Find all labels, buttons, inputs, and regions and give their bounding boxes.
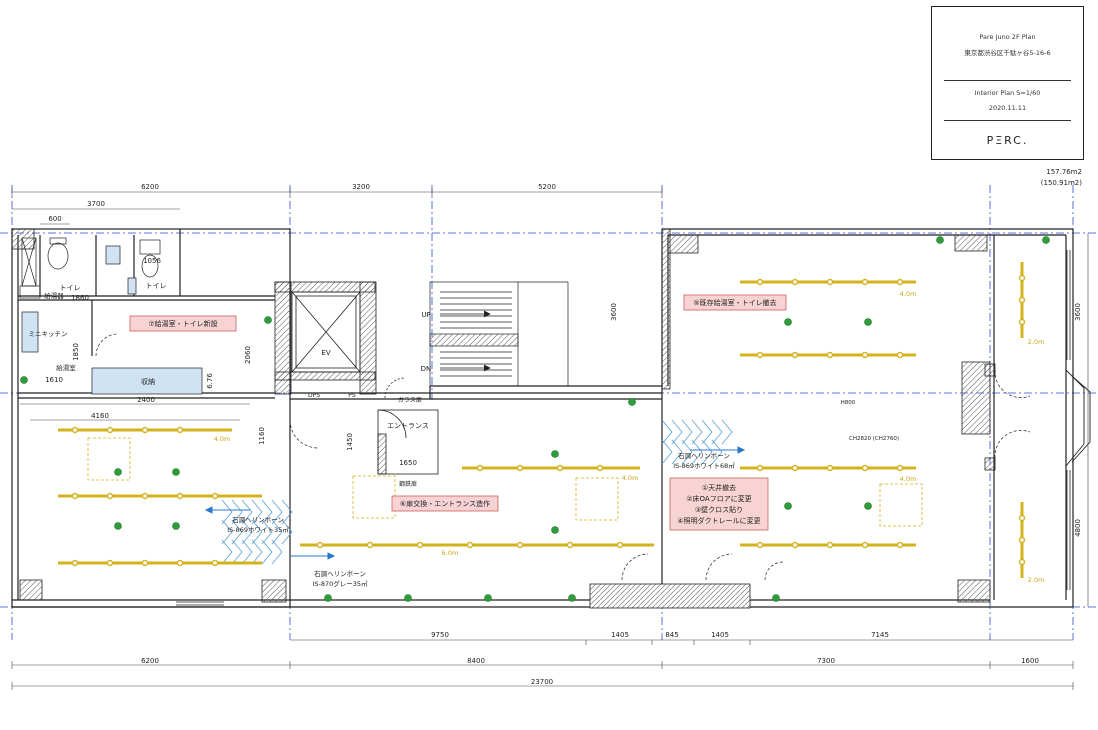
dim-top-3: 5200 bbox=[538, 183, 556, 191]
drawing-date: 2020.11.11 bbox=[988, 104, 1027, 112]
note-7: ⑦給湯室・トイレ新設 bbox=[148, 319, 217, 328]
note-6: ⑥扉交換・エントランス造作 bbox=[400, 499, 490, 508]
door-swings bbox=[95, 333, 1031, 581]
room-kitchen: 給湯室 bbox=[56, 363, 76, 372]
drawing-name: Interior Plan S=1/60 bbox=[974, 89, 1041, 97]
dim-right-1: 3600 bbox=[1074, 303, 1082, 321]
dim-int-6: 2060 bbox=[244, 346, 252, 364]
note-main-3: ③壁クロス貼り bbox=[695, 505, 743, 514]
elevator-shaft bbox=[291, 291, 361, 373]
dim-right-2: 3600 bbox=[610, 303, 618, 321]
dim-int-9: 1450 bbox=[346, 433, 354, 451]
dim-int-2: 1056 bbox=[143, 257, 161, 265]
structural-columns bbox=[11, 228, 996, 609]
dim-top-sub-1: 3700 bbox=[87, 200, 105, 208]
title-block: Pare Juno 2F Plan 東京都渋谷区千駄ヶ谷5-16-6 Inter… bbox=[931, 6, 1084, 160]
dim-bottom-3: 845 bbox=[665, 631, 678, 639]
area-net: (150.91m2) bbox=[1040, 179, 1082, 187]
dim-int-1: 1860 bbox=[71, 294, 89, 302]
grid-lines bbox=[0, 185, 1098, 640]
room-pantry: 給湯器 bbox=[44, 291, 64, 300]
dim-int-7: 4160 bbox=[91, 412, 109, 420]
flooring-center-2: IS-870グレー35㎡ bbox=[312, 579, 368, 588]
room-door: 鋼鉄扉 bbox=[399, 480, 417, 488]
rail-label-1: 4.0m bbox=[214, 435, 231, 443]
dim-total: 23700 bbox=[531, 678, 553, 686]
bay-window bbox=[1065, 369, 1091, 467]
dim-top-2: 3200 bbox=[352, 183, 370, 191]
dim-top-sub-2: 600 bbox=[48, 215, 61, 223]
dim-int-11: 6.76 bbox=[206, 373, 214, 389]
flooring-right-2: IS-869ホワイト68㎡ bbox=[673, 461, 735, 470]
room-toilet-2: トイレ bbox=[146, 282, 167, 290]
room-dn: DN bbox=[421, 365, 432, 373]
staircase bbox=[429, 281, 569, 387]
room-up: UP bbox=[421, 311, 430, 319]
floor-area-note: 157.76m2 (150.91m2) bbox=[1041, 167, 1082, 189]
rail-label-3: 4.0m bbox=[900, 290, 917, 298]
area-total: 157.76m2 bbox=[1046, 168, 1082, 176]
room-glass: ガラス扉 bbox=[398, 396, 422, 404]
dim-int-3: 1850 bbox=[72, 343, 80, 361]
herringbone-mark-left bbox=[221, 499, 293, 565]
dim-right-3: 4800 bbox=[1074, 519, 1082, 537]
renovation-notes bbox=[129, 294, 787, 531]
dimension-lines bbox=[11, 188, 1089, 690]
windows bbox=[176, 250, 1071, 606]
room-dps: DPS bbox=[308, 392, 320, 399]
herringbone-mark-right bbox=[661, 419, 733, 465]
flooring-right-1: 石調ヘリンボーン bbox=[678, 451, 730, 460]
title-divider-1 bbox=[944, 80, 1071, 81]
note-main-2: ②床OAフロアに変更 bbox=[686, 494, 751, 503]
project-name: Pare Juno 2F Plan bbox=[979, 33, 1036, 41]
room-toilet-1: トイレ bbox=[60, 284, 81, 292]
room-h800: H800 bbox=[841, 400, 856, 406]
perc-logo: PΞRC. bbox=[986, 134, 1029, 147]
dim-int-4: 1610 bbox=[45, 376, 63, 384]
dim-bottom-7: 8400 bbox=[467, 657, 485, 665]
project-address: 東京都渋谷区千駄ヶ谷5-16-6 bbox=[964, 49, 1051, 57]
room-entrance: エントランス bbox=[387, 422, 429, 430]
note-main-1: ①天井撤去 bbox=[702, 483, 736, 492]
room-storage: 収納 bbox=[141, 377, 155, 386]
dim-bottom-2: 1405 bbox=[611, 631, 629, 639]
title-divider-2 bbox=[944, 120, 1071, 121]
dim-int-8: 1160 bbox=[258, 427, 266, 445]
dim-bottom-8: 7300 bbox=[817, 657, 835, 665]
dim-int-5: 2400 bbox=[137, 396, 155, 404]
rail-label-5: 6.0m bbox=[442, 549, 459, 557]
room-ceiling-height: CH2820 (CH2760) bbox=[849, 436, 899, 442]
rail-label-4: 4.0m bbox=[900, 475, 917, 483]
room-ev: EV bbox=[321, 349, 330, 357]
rail-label-6: 2.0m bbox=[1028, 338, 1045, 346]
dim-top-1: 6200 bbox=[141, 183, 159, 191]
dim-bottom-1: 9750 bbox=[431, 631, 449, 639]
room-mini-kitchen: ミニキッチン bbox=[29, 330, 68, 338]
green-fixtures bbox=[20, 236, 1050, 602]
room-ps: PS bbox=[348, 392, 356, 399]
dim-int-10: 1650 bbox=[399, 459, 417, 467]
rail-label-7: 2.0m bbox=[1028, 576, 1045, 584]
note-5: ⑤既存給湯室・トイレ撤去 bbox=[693, 298, 776, 307]
plan-text: 6200 3200 5200 3700 600 9750 1405 845 14… bbox=[29, 183, 1083, 686]
pendant-lights bbox=[87, 437, 923, 527]
rail-label-2: 4.0m bbox=[622, 474, 639, 482]
plumbing-fixtures bbox=[19, 237, 203, 395]
entrance-vestibule bbox=[377, 377, 439, 475]
flooring-left-1: 石調ヘリンボーン bbox=[232, 515, 284, 524]
dim-bottom-6: 6200 bbox=[141, 657, 159, 665]
flooring-center-1: 石調ヘリンボーン bbox=[314, 569, 366, 578]
note-main-4: ④照明ダクトレールに変更 bbox=[677, 516, 760, 525]
dim-bottom-4: 1405 bbox=[711, 631, 729, 639]
dim-bottom-5: 7145 bbox=[871, 631, 889, 639]
rail-spotlights bbox=[71, 274, 1026, 567]
walls bbox=[11, 228, 1074, 608]
flooring-left-2: IS-869ホワイト35㎡ bbox=[227, 525, 289, 534]
flooring-arrows bbox=[204, 446, 746, 560]
dim-bottom-9: 1600 bbox=[1021, 657, 1039, 665]
